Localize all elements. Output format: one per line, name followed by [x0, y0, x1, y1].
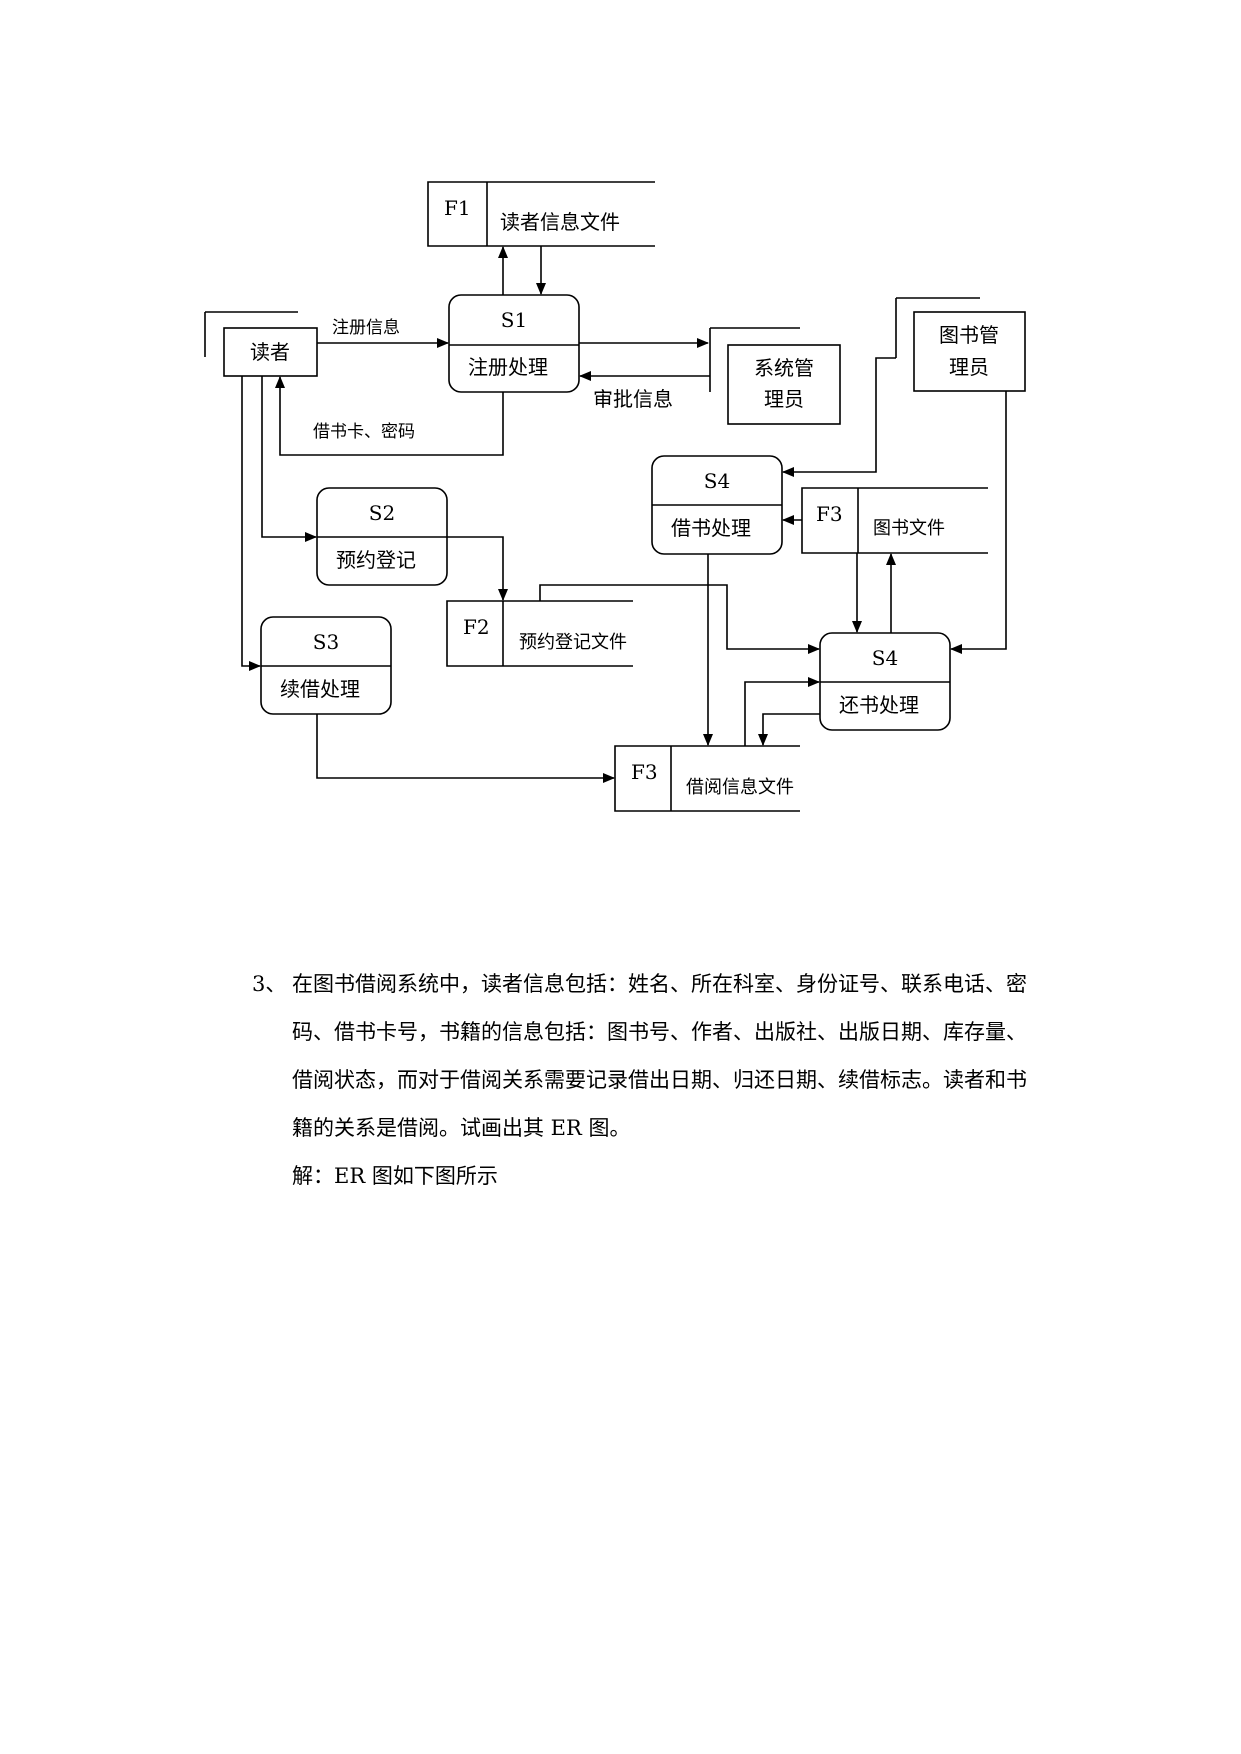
question-text-line-1: 在图书借阅系统中，读者信息包括：姓名、所在科室、身份证号、联系电话、密	[292, 972, 1027, 996]
process-s4-return-name: 还书处理	[839, 693, 919, 717]
question-text-line-3: 借阅状态，而对于借阅关系需要记录借出日期、归还日期、续借标志。读者和书	[292, 1068, 1027, 1092]
question-block: 3、在图书借阅系统中，读者信息包括：姓名、所在科室、身份证号、联系电话、密 码、…	[252, 960, 1052, 1200]
data-flow-diagram: F1 读者信息文件 S1 注册处理 读者 系统管 理员 图书管 理员 S4 借书…	[204, 181, 1026, 812]
flow-label-approval-info: 审批信息	[593, 387, 673, 411]
question-number: 3、	[252, 972, 287, 996]
store-f3-loans: F3 借阅信息文件	[614, 745, 800, 812]
process-s2: S2 预约登记	[316, 487, 448, 586]
store-f1-id: F1	[444, 196, 471, 220]
store-f1: F1 读者信息文件	[427, 181, 655, 247]
entity-reader-label: 读者	[250, 340, 290, 364]
process-s3-name: 续借处理	[280, 677, 360, 701]
store-f3-books: F3 图书文件	[801, 487, 988, 554]
process-s2-name: 预约登记	[336, 548, 416, 572]
store-f2: F2 预约登记文件	[446, 600, 633, 667]
store-f3-books-id: F3	[816, 502, 843, 526]
process-s1: S1 注册处理	[448, 294, 580, 393]
store-f1-name: 读者信息文件	[500, 210, 620, 234]
flow-label-card-password: 借书卡、密码	[313, 422, 415, 442]
question-text-line-2: 码、借书卡号，书籍的信息包括：图书号、作者、出版社、出版日期、库存量、	[292, 1020, 1027, 1044]
entity-librarian-line2: 理员	[949, 355, 989, 379]
entity-librarian-line1: 图书管	[939, 323, 999, 347]
flow-label-register-info: 注册信息	[332, 318, 400, 338]
process-s4-borrow-name: 借书处理	[671, 516, 751, 540]
store-f2-id: F2	[463, 615, 490, 639]
process-s3-id: S3	[313, 630, 339, 654]
process-s4-borrow: S4 借书处理	[651, 455, 783, 555]
process-s1-id: S1	[501, 308, 527, 332]
entity-system-admin-line2: 理员	[764, 387, 804, 411]
question-text-line-4: 籍的关系是借阅。试画出其 ER 图。	[292, 1116, 631, 1140]
store-f3-loans-name: 借阅信息文件	[686, 777, 794, 798]
process-s4-borrow-id: S4	[704, 469, 730, 493]
process-s4-return: S4 还书处理	[819, 632, 951, 731]
answer-text: 解：ER 图如下图所示	[292, 1164, 498, 1188]
entity-librarian: 图书管 理员	[895, 297, 1026, 392]
process-s1-name: 注册处理	[468, 355, 548, 379]
process-s2-id: S2	[369, 501, 395, 525]
process-s3: S3 续借处理	[260, 616, 392, 715]
store-f3-loans-id: F3	[631, 760, 658, 784]
question-line: 3、在图书借阅系统中，读者信息包括：姓名、所在科室、身份证号、联系电话、密	[252, 960, 1052, 1008]
flow-lines	[241, 246, 1007, 783]
process-s4-return-id: S4	[872, 646, 898, 670]
entity-system-admin-line1: 系统管	[754, 356, 814, 380]
entity-reader: 读者	[204, 311, 318, 377]
entity-system-admin: 系统管 理员	[709, 327, 841, 425]
store-f3-books-name: 图书文件	[873, 518, 945, 539]
store-f2-name: 预约登记文件	[519, 632, 627, 653]
